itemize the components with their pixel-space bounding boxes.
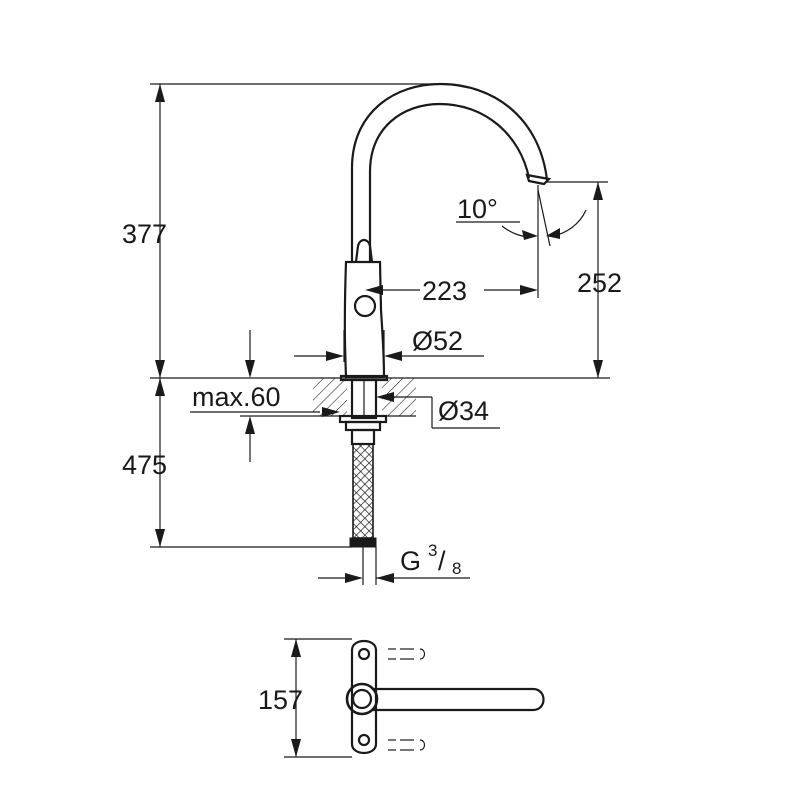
dimension-body-diameter: Ø52 bbox=[294, 326, 484, 362]
hose-end-fitting bbox=[349, 537, 377, 548]
top-view-base-plate bbox=[350, 639, 378, 755]
label-spout-height: 252 bbox=[577, 268, 622, 298]
dimension-connection-thread: G 3 / 8 bbox=[318, 541, 470, 583]
top-view-lever-arm bbox=[372, 687, 545, 712]
supply-hose bbox=[352, 443, 374, 539]
faucet-body bbox=[343, 260, 386, 379]
top-view-body-inner bbox=[351, 688, 373, 710]
label-lever-width: 157 bbox=[258, 685, 303, 715]
faucet-top-view bbox=[345, 639, 545, 755]
mount-hole-top bbox=[357, 647, 371, 661]
cartridge-circle bbox=[353, 294, 377, 318]
dimension-hole-diameter: Ø34 bbox=[376, 392, 500, 429]
spout-inner bbox=[368, 102, 531, 262]
mounting-nut bbox=[344, 420, 382, 432]
spout-aerator bbox=[525, 173, 552, 186]
top-view-body-ring bbox=[345, 682, 379, 716]
bolt-indicator-top bbox=[388, 648, 426, 660]
dimension-spout-height: 252 bbox=[546, 181, 622, 378]
label-hose-length: 475 bbox=[122, 450, 167, 480]
mounting-assembly bbox=[338, 378, 388, 585]
label-hole-diameter: Ø34 bbox=[438, 396, 489, 426]
label-swivel-angle: 10° bbox=[457, 194, 498, 224]
dimension-hose-length: 475 bbox=[122, 378, 352, 548]
label-connection-slash: / bbox=[438, 546, 446, 576]
label-body-diameter: Ø52 bbox=[412, 326, 463, 356]
dimension-swivel-angle: 10° bbox=[456, 189, 587, 247]
lever-handle bbox=[354, 238, 374, 263]
dimension-total-height: 377 bbox=[122, 83, 440, 378]
mount-hole-bottom bbox=[357, 733, 371, 747]
label-total-height: 377 bbox=[122, 219, 167, 249]
label-deck-thickness: max.60 bbox=[192, 382, 281, 412]
label-connection-numerator: 3 bbox=[428, 541, 437, 560]
bolt-indicator-bottom bbox=[388, 739, 426, 751]
dimension-lever-width: 157 bbox=[258, 638, 352, 758]
dimension-deck-thickness: max.60 bbox=[190, 330, 340, 462]
label-connection-base: G bbox=[400, 546, 421, 576]
label-connection-denominator: 8 bbox=[452, 559, 461, 578]
dimension-spout-reach: 223 bbox=[365, 185, 539, 306]
label-spout-reach: 223 bbox=[422, 276, 467, 306]
hose-connector bbox=[350, 428, 376, 446]
